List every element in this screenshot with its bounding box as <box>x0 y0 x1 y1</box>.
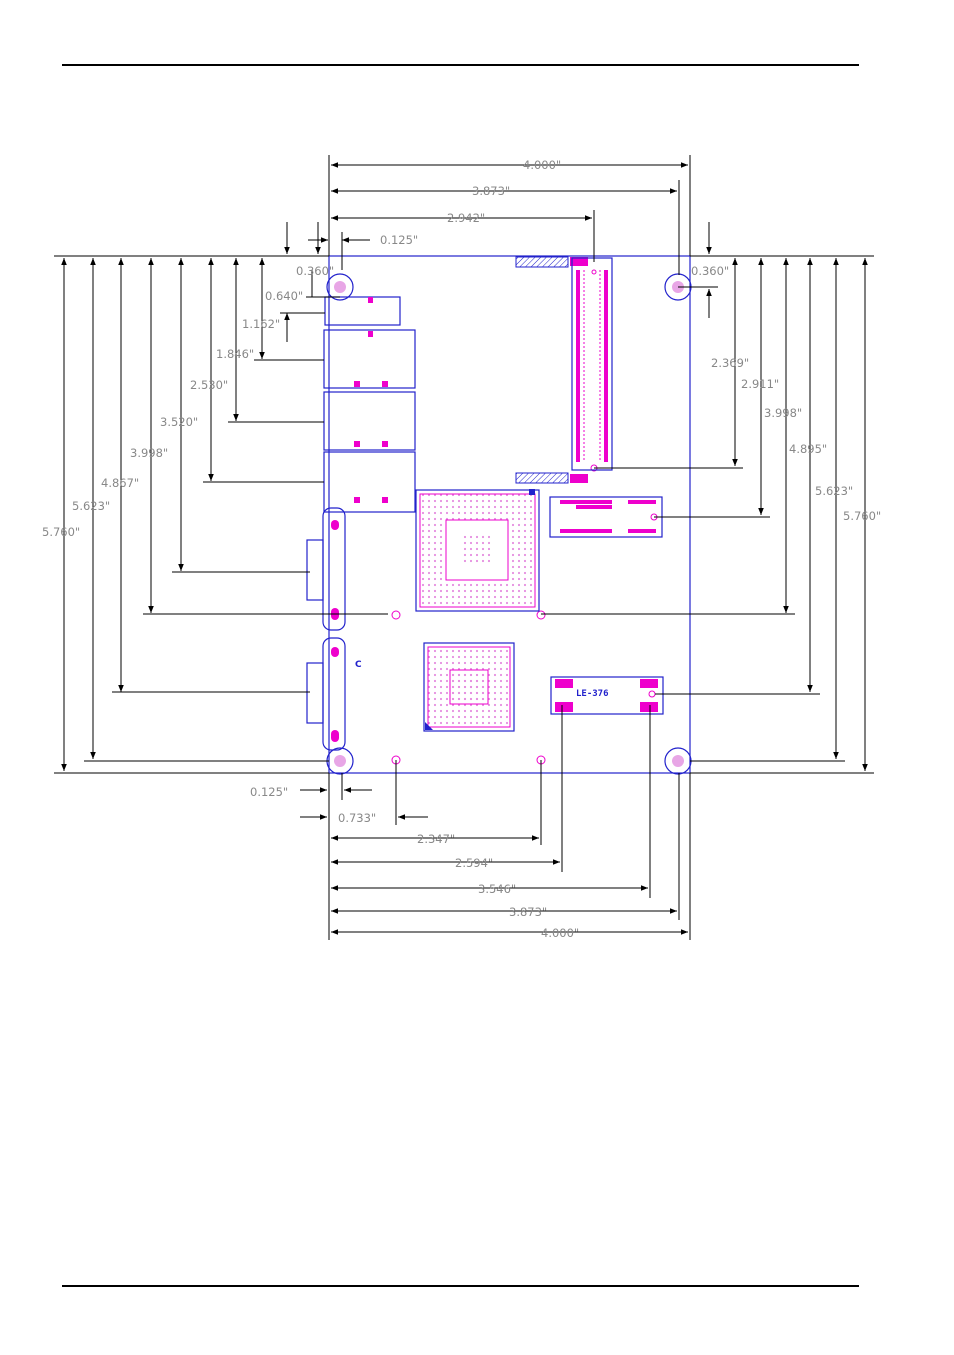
bga-chip-large <box>415 489 540 612</box>
rear-io-connectors <box>323 296 416 513</box>
dim-right-2: 2.911" <box>741 377 779 391</box>
dim-right-0: 0.360" <box>691 264 729 278</box>
dim-left-0: 0.360" <box>296 264 334 278</box>
dim-right-6: 5.760" <box>843 509 881 523</box>
mounting-hole-top-left <box>326 273 354 301</box>
pcb-board: LE-376 C <box>306 255 692 775</box>
dim-right-3: 3.998" <box>764 406 802 420</box>
labeled-chip: LE-376 <box>550 676 664 715</box>
footer-rule <box>62 1285 859 1287</box>
board-outline <box>328 255 691 774</box>
dim-left-5: 3.520" <box>160 415 198 429</box>
dim-bottom-0: 0.125" <box>250 785 288 799</box>
dim-top-2: 2.942" <box>447 211 485 225</box>
header-rule <box>62 64 859 66</box>
dim-left-8: 5.623" <box>72 499 110 513</box>
dim-left-1: 0.640" <box>265 289 303 303</box>
small-hole <box>648 690 656 698</box>
dim-bottom-4: 3.546" <box>478 882 516 896</box>
dim-right-4: 4.895" <box>789 442 827 456</box>
dim-right-1: 2.369" <box>711 356 749 370</box>
mounting-hole-bottom-right <box>664 747 692 775</box>
dimension-labels: 4.000" 3.873" 2.942" 0.125" 0.125" 0.733… <box>42 158 881 940</box>
dimension-lines <box>54 155 874 940</box>
small-hole <box>536 610 546 620</box>
dim-left-6: 3.998" <box>130 446 168 460</box>
sodimm-socket <box>515 256 613 484</box>
bga-chip-small <box>423 642 515 732</box>
dim-bottom-5: 3.873" <box>509 905 547 919</box>
dim-left-9: 5.760" <box>42 525 80 539</box>
expansion-connector <box>549 496 663 538</box>
small-hole <box>391 610 401 620</box>
dim-right-5: 5.623" <box>815 484 853 498</box>
dim-top-3: 0.125" <box>380 233 418 247</box>
dim-bottom-6: 4.000" <box>541 926 579 940</box>
dim-top-1: 3.873" <box>472 184 510 198</box>
mounting-hole-bottom-left <box>326 747 354 775</box>
dim-left-2: 1.162" <box>242 317 280 331</box>
dim-left-3: 1.846" <box>216 347 254 361</box>
dim-bottom-1: 0.733" <box>338 811 376 825</box>
dim-left-7: 4.867" <box>101 476 139 490</box>
dim-top-0: 4.000" <box>523 158 561 172</box>
dim-left-4: 2.530" <box>190 378 228 392</box>
connector-marking: C <box>355 660 362 670</box>
dsub-connectors: C <box>306 507 362 751</box>
dim-bottom-3: 2.594" <box>455 856 493 870</box>
dim-bottom-2: 2.347" <box>417 832 455 846</box>
chip-marking: LE-376 <box>576 689 609 699</box>
